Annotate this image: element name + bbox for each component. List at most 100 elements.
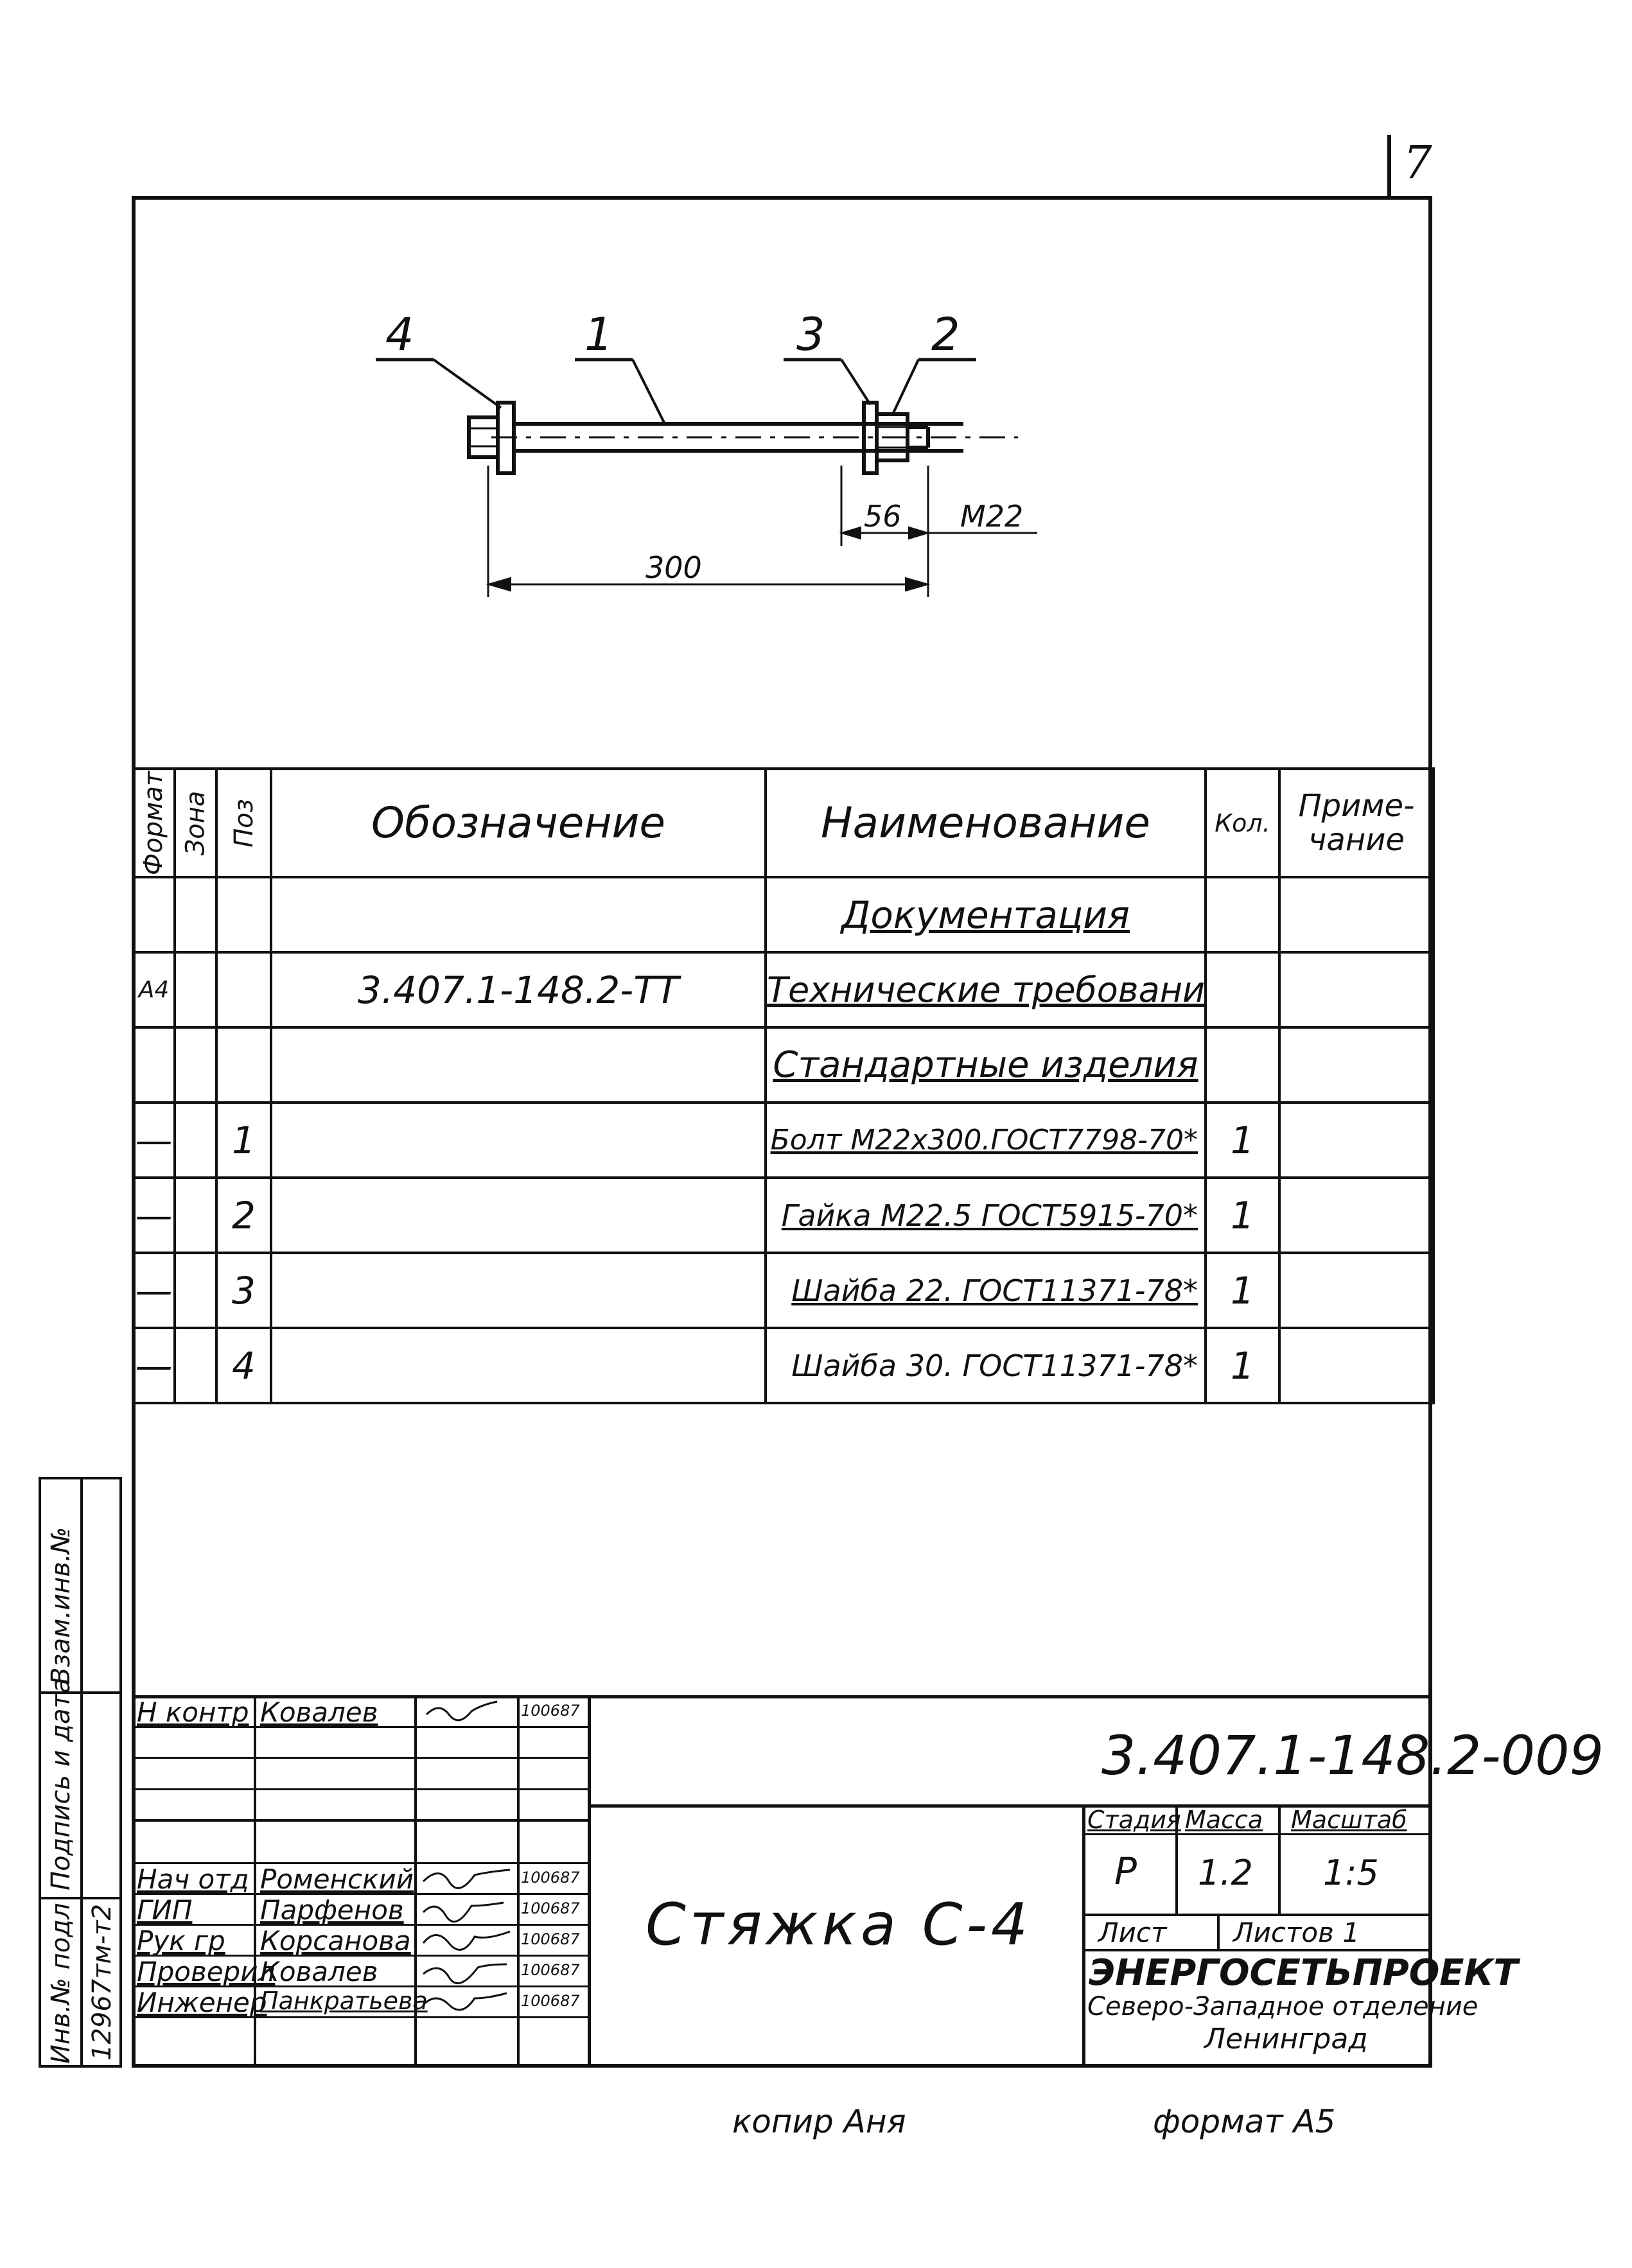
cell-pos	[215, 1026, 272, 1104]
cell-name: Гайка М22.5 ГОСТ5915-70*	[764, 1176, 1207, 1254]
page-number: 7	[1403, 136, 1432, 189]
cell-note	[1278, 1327, 1435, 1404]
cell-format: —	[132, 1176, 176, 1254]
mass-label: Масса	[1185, 1806, 1263, 1834]
cell-designation: 3.407.1-148.2-ТТ	[270, 951, 767, 1029]
signer-role: Проверил	[137, 1956, 276, 1987]
table-row: — 3 Шайба 22. ГОСТ11371-78* 1	[132, 1252, 1435, 1329]
table-row: А4 3.407.1-148.2-ТТ Технические требован…	[132, 951, 1435, 1029]
cell-qty: 1	[1204, 1252, 1281, 1329]
signer-name: Роменский	[260, 1863, 414, 1895]
cell-zone	[173, 876, 218, 954]
callout-4: 4	[385, 308, 414, 361]
header-note: Приме-чание	[1278, 767, 1435, 878]
cell-pos: 2	[215, 1176, 272, 1254]
inv-orig-value: 12967тм-т2	[87, 1904, 117, 2061]
cell-pos: 3	[215, 1252, 272, 1329]
scale-value: 1:5	[1323, 1853, 1379, 1893]
cell-designation	[270, 1176, 767, 1254]
inv-orig-label: Инв.№ подл	[46, 1903, 76, 2064]
sheets-label: Листов 1	[1233, 1917, 1360, 1948]
sheet-label: Лист	[1098, 1917, 1167, 1948]
stage-value: Р	[1114, 1849, 1137, 1893]
cell-note	[1278, 1101, 1435, 1179]
signer-name: Ковалев	[260, 1956, 378, 1987]
table-row: Документация	[132, 876, 1435, 954]
cell-designation	[270, 876, 767, 954]
table-row: — 4 Шайба 30. ГОСТ11371-78* 1	[132, 1327, 1435, 1404]
washer-30	[496, 401, 516, 475]
cell-note	[1278, 1026, 1435, 1104]
cell-qty: 1	[1204, 1176, 1281, 1254]
cell-name: Документация	[764, 876, 1207, 954]
signer-role: Инженер	[137, 1987, 267, 2018]
sheet-format: формат А5	[1153, 2103, 1336, 2140]
drawing-title: Стяжка С-4	[645, 1891, 1032, 1958]
mass-value: 1.2	[1198, 1853, 1253, 1893]
cell-zone	[173, 1327, 218, 1404]
cell-pos: 4	[215, 1327, 272, 1404]
cell-format: —	[132, 1327, 176, 1404]
table-row: — 1 Болт М22х300.ГОСТ7798-70* 1	[132, 1101, 1435, 1179]
signer-role: Нач отд	[137, 1863, 249, 1895]
table-row: Стандартные изделия	[132, 1026, 1435, 1104]
spec-header-row: Формат Зона Поз Обозначение Наименование…	[132, 767, 1435, 878]
signatures	[422, 1700, 511, 2011]
cell-zone	[173, 1252, 218, 1329]
signer-date: 100687	[521, 1869, 580, 1887]
signer-date: 100687	[521, 1992, 580, 2010]
signer-role: ГИП	[137, 1894, 193, 1926]
title-block: 3.407.1-148.2-009 Стяжка С-4 Стадия Масс…	[132, 1695, 1604, 2068]
cell-name: Болт М22х300.ГОСТ7798-70*	[764, 1101, 1207, 1179]
page-number-divider	[1387, 135, 1391, 196]
nut-m22	[875, 412, 909, 462]
signer-date: 100687	[521, 1930, 580, 1948]
cell-format: —	[132, 1101, 176, 1179]
cell-pos	[215, 951, 272, 1029]
cell-note	[1278, 1252, 1435, 1329]
cell-format: А4	[132, 951, 176, 1029]
sign-date-label: Подпись и дата	[46, 1677, 76, 1890]
copied-by: копир Аня	[732, 2103, 906, 2140]
cell-name: Шайба 30. ГОСТ11371-78*	[764, 1327, 1207, 1404]
cell-qty	[1204, 876, 1281, 954]
cell-note	[1278, 951, 1435, 1029]
signer-date: 100687	[521, 1961, 580, 1979]
signer-name: Корсанова	[260, 1925, 411, 1957]
header-pos: Поз	[215, 767, 272, 878]
cell-name: Шайба 22. ГОСТ11371-78*	[764, 1252, 1207, 1329]
cell-format	[132, 876, 176, 954]
signer-name: Парфенов	[260, 1894, 404, 1926]
signer-date: 100687	[521, 1899, 580, 1917]
cell-designation	[270, 1101, 767, 1179]
cell-note	[1278, 876, 1435, 954]
signer-name: Ковалев	[260, 1697, 378, 1728]
callout-3: 3	[796, 308, 825, 361]
cell-zone	[173, 951, 218, 1029]
cell-format: —	[132, 1252, 176, 1329]
cell-pos: 1	[215, 1101, 272, 1179]
specification-table: Формат Зона Поз Обозначение Наименование…	[132, 767, 1435, 1404]
header-qty: Кол.	[1204, 767, 1281, 878]
cell-designation	[270, 1026, 767, 1104]
header-zone: Зона	[173, 767, 218, 878]
table-row: — 2 Гайка М22.5 ГОСТ5915-70* 1	[132, 1176, 1435, 1254]
header-designation: Обозначение	[270, 767, 767, 878]
cell-name: Стандартные изделия	[764, 1026, 1207, 1104]
org-name: ЭНЕРГОСЕТЬПРОЕКТ	[1089, 1952, 1518, 1994]
left-stamp: Инв.№ подл 12967тм-т2 Подпись и дата Вза…	[39, 1477, 122, 2068]
cell-name: Технические требования	[764, 951, 1207, 1029]
callout-2: 2	[931, 308, 960, 361]
replace-inv-label: Взам.инв.№	[46, 1526, 76, 1685]
cell-designation	[270, 1327, 767, 1404]
dimension-56: 56	[864, 499, 902, 534]
callout-1: 1	[584, 308, 613, 361]
cell-note	[1278, 1176, 1435, 1254]
drawing-code: 3.407.1-148.2-009	[1101, 1724, 1604, 1787]
header-name: Наименование	[764, 767, 1207, 878]
cell-zone	[173, 1026, 218, 1104]
tie-rod-drawing: 4 1 3 2 300 56 M22	[376, 308, 1037, 597]
signer-role: Н контр	[137, 1697, 249, 1728]
cell-qty: 1	[1204, 1327, 1281, 1404]
cell-zone	[173, 1101, 218, 1179]
